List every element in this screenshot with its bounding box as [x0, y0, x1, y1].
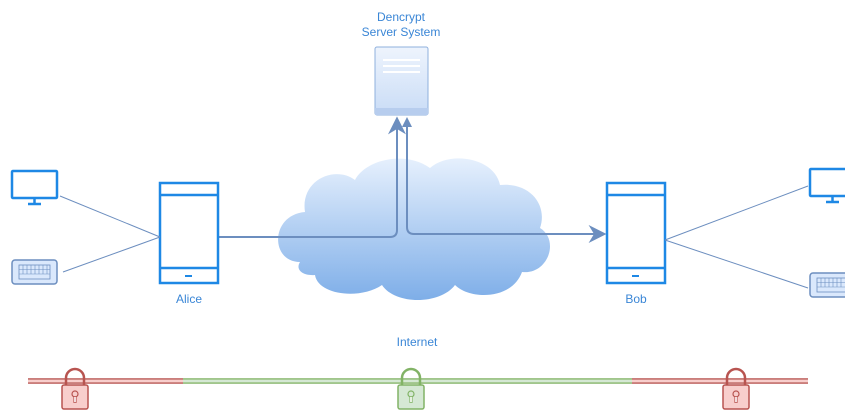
monitor-icon	[10, 169, 59, 206]
server-label-line2: Server System	[361, 25, 441, 39]
alice-phone-icon[interactable]	[158, 181, 220, 285]
server-label-line1: Dencrypt	[376, 10, 426, 24]
unencrypted-segment-left	[28, 378, 183, 384]
internet-label: Internet	[396, 335, 438, 349]
padlock-icon	[61, 367, 89, 410]
internet-cloud-icon	[278, 158, 551, 300]
keyboard-icon	[11, 259, 58, 285]
bob-label: Bob	[625, 292, 647, 306]
server-to-bob-arrow	[406, 120, 607, 243]
keyboard-connector-right	[664, 239, 809, 289]
alice-label: Alice	[175, 292, 202, 306]
keyboard-icon	[809, 272, 845, 298]
server-arrow-head	[402, 117, 412, 127]
unencrypted-segment-right	[632, 378, 808, 384]
keyboard-connector-left	[62, 236, 161, 273]
bob-phone-icon[interactable]	[605, 181, 667, 285]
alice-to-server-arrow	[219, 116, 406, 238]
server-icon[interactable]	[374, 46, 429, 116]
monitor-connector-left	[59, 195, 161, 238]
encrypted-segment	[183, 378, 632, 384]
padlock-icon	[722, 367, 750, 410]
security-bar	[28, 378, 808, 384]
padlock-icon	[397, 367, 425, 410]
monitor-icon	[808, 167, 845, 204]
monitor-connector-right	[664, 185, 809, 241]
